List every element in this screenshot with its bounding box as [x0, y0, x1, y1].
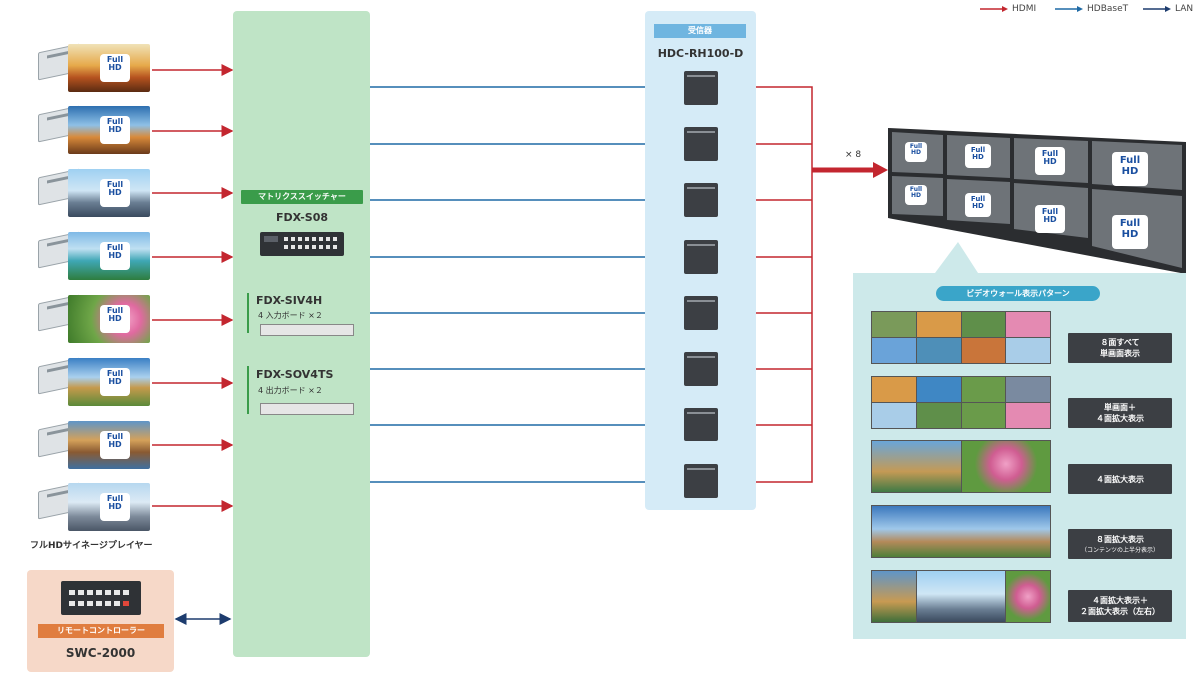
legend-item-hdmi: HDMI: [980, 4, 1036, 14]
receiver-device: [684, 71, 718, 105]
receiver-device: [684, 464, 718, 498]
receiver-device: [684, 296, 718, 330]
receiver-device: [684, 127, 718, 161]
remote-model: SWC-2000: [65, 646, 136, 660]
pattern-image-3: [871, 440, 1051, 493]
patterns-title: ビデオウォール表示パターン: [936, 286, 1100, 301]
hdbaset-lines: [370, 81, 684, 488]
receiver-device: [684, 183, 718, 217]
remote-tag: リモートコントローラー: [38, 624, 164, 638]
output-board-name: FDX-SOV4TS: [256, 368, 334, 381]
board-marker: [247, 366, 249, 414]
switcher-tag: マトリクススイッチャー: [241, 190, 363, 204]
receiver-device: [684, 240, 718, 274]
legend-label: LAN: [1175, 4, 1194, 14]
receiver-device: [684, 352, 718, 386]
legend-item-hdbaset: HDBaseT: [1055, 4, 1128, 14]
pattern-desc-2: 単画面＋４面拡大表示: [1068, 398, 1172, 428]
pattern-desc-5: ４面拡大表示＋２面拡大表示（左右）: [1068, 590, 1172, 622]
pattern-image-5: [871, 570, 1051, 623]
legend-label: HDMI: [1012, 4, 1037, 14]
legend-label: HDBaseT: [1087, 4, 1129, 14]
pattern-desc-3: ４面拡大表示: [1068, 464, 1172, 494]
hdmi-input-lines: [152, 64, 234, 512]
switcher-device: [260, 232, 344, 256]
board-marker: [247, 293, 249, 333]
receiver-device: [684, 408, 718, 441]
input-board-desc: 4 入力ボード ×２: [258, 311, 323, 320]
player-caption: フルHDサイネージプレイヤー: [30, 541, 153, 551]
pattern-image-1: [871, 311, 1051, 364]
pattern-image-2: [871, 376, 1051, 429]
input-board-name: FDX-SIV4H: [256, 294, 323, 307]
remote-controller-device: [61, 581, 141, 615]
legend-item-lan: LAN: [1143, 4, 1193, 14]
pattern-desc-1: ８面すべて単画面表示: [1068, 333, 1172, 363]
receiver-tag: 受信器: [654, 24, 746, 38]
input-board-image: [260, 324, 354, 336]
pattern-image-4: [871, 505, 1051, 558]
pattern-desc-4: ８面拡大表示（コンテンツの上半分表示）: [1068, 529, 1172, 559]
output-board-image: [260, 403, 354, 415]
receiver-model: HDC-RH100-D: [657, 47, 744, 60]
output-multiplier: × 8: [845, 150, 862, 160]
switcher-model: FDX-S08: [275, 211, 329, 224]
output-board-desc: 4 出力ボード ×２: [258, 386, 323, 395]
